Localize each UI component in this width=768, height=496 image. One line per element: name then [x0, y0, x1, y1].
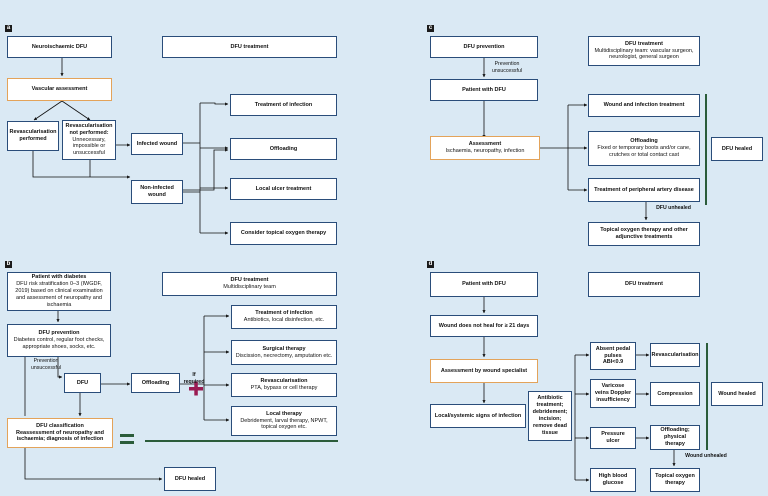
wound-not-heal-box: Wound does not heal for ≥ 21 days — [430, 315, 538, 337]
dfu-unhealed-note: DFU unhealed — [656, 205, 691, 211]
infected-wound-box: Infected wound — [131, 133, 183, 155]
non-infected-wound-box: Non-infected wound — [131, 180, 183, 204]
neuroischaemic-dfu-box: Neuroischaemic DFU — [7, 36, 112, 58]
revasc-not-performed-box: Revascularisation not performed:Unnecess… — [62, 120, 116, 160]
wound-unhealed-note: Wound unhealed — [685, 453, 727, 459]
panel-label-c: c — [427, 25, 434, 32]
local-ulcer-treatment-box: Local ulcer treatment — [230, 178, 337, 200]
revascularisation-box-d: Revascularisation — [650, 343, 700, 367]
patient-with-dfu-box-c: Patient with DFU — [430, 79, 538, 101]
equals-sign-icon — [120, 434, 134, 437]
topical-oxygen-box-c: Topical oxygen therapy and other adjunct… — [588, 222, 700, 246]
infection-signs-box: Local/systemic signs of infection — [430, 404, 526, 428]
patient-with-dfu-box-d: Patient with DFU — [430, 272, 538, 297]
treatment-of-infection-box: Treatment of infection — [230, 94, 337, 116]
compression-box: Compression — [650, 382, 700, 406]
wound-specialist-box: Assessment by wound specialist — [430, 359, 538, 383]
panel-label-b: b — [5, 261, 12, 268]
dfu-prevention-box-c: DFU prevention — [430, 36, 538, 58]
dfu-healed-box-c: DFU healed — [711, 137, 763, 161]
antibiotic-treatment-box: Antibiotic treatment; debridement; incis… — [528, 391, 572, 441]
panel-label-a: a — [5, 25, 12, 32]
varicose-veins-box: Varicose veins Doppler insufficiency — [590, 379, 636, 408]
prevention-unsuccessful-note-c: Prevention unsuccessful — [492, 61, 522, 74]
absent-pulses-box: Absent pedal pulses ABI<0.9 — [590, 342, 636, 370]
dfu-healed-box-b: DFU healed — [164, 467, 216, 491]
topical-oxygen-box-d: Topical oxygen therapy — [650, 468, 700, 492]
dfu-treatment-box-a: DFU treatment — [162, 36, 337, 58]
prevention-unsuccessful-note-b: Prevention unsuccessful — [31, 358, 61, 371]
dfu-box: DFU — [64, 373, 101, 393]
topical-oxygen-box-a: Consider topical oxygen therapy — [230, 222, 337, 245]
high-blood-glucose-box: High blood glucose — [590, 468, 636, 492]
pressure-ulcer-box: Pressure ulcer — [590, 427, 636, 449]
vascular-assessment-box: Vascular assessment — [7, 78, 112, 101]
peripheral-artery-disease-box: Treatment of peripheral artery disease — [588, 178, 700, 202]
offloading-box-a: Offloading — [230, 138, 337, 160]
offloading-box-b: Offloading — [131, 373, 180, 393]
panel-label-d: d — [427, 261, 434, 268]
offloading-box-d: Offloading; physical therapy — [650, 425, 700, 450]
dfu-treatment-box-d: DFU treatment — [588, 272, 700, 297]
if-required-note: If required — [183, 372, 205, 385]
wound-infection-treatment-box: Wound and infection treatment — [588, 94, 700, 117]
wound-healed-box: Wound healed — [711, 382, 763, 406]
revasc-performed-box: Revascularisation performed — [7, 121, 59, 151]
